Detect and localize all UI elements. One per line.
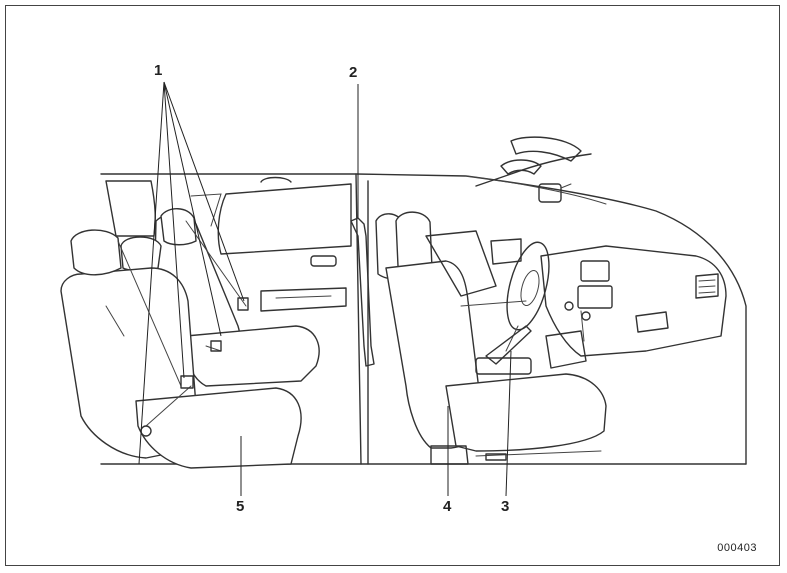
leader-3 (505, 350, 512, 497)
leader-1c (163, 81, 222, 337)
figure-number: 000403 (717, 542, 757, 554)
side-vent (695, 273, 719, 299)
seat-lever (485, 453, 507, 461)
vent-slat-3 (698, 291, 716, 294)
overhead-console (500, 159, 542, 175)
center-console (545, 330, 587, 369)
dash-knob-left (564, 301, 574, 311)
shifter (580, 310, 585, 342)
dashboard (540, 245, 727, 357)
grab-handle (260, 176, 292, 183)
diagram-frame: 1 2 3 4 5 000403 (5, 5, 780, 566)
rear-headrest-far (160, 208, 197, 246)
rear-seat-cushion (184, 325, 320, 387)
rear-belt-near-a (117, 240, 182, 387)
side-mirror-inner (490, 238, 522, 265)
seat-base-line (475, 450, 602, 457)
steering-wheel (506, 241, 550, 331)
car-interior-illustration (60, 81, 747, 497)
seat-contour (105, 305, 125, 337)
rear-buckle-far (237, 297, 249, 311)
console-box (475, 357, 532, 375)
rear-belt-near-b (145, 385, 192, 427)
rear-buckle-near (180, 375, 194, 389)
windshield-top (475, 153, 592, 187)
rear-headrest-near (70, 229, 122, 276)
callout-2: 2 (349, 64, 358, 81)
armrest-detail (275, 295, 332, 299)
vent-slat-2 (698, 285, 716, 288)
climate-controls (577, 285, 613, 309)
rear-headrest-center (120, 236, 162, 271)
rearview-mirror (538, 183, 562, 203)
seat-rail (430, 445, 469, 465)
steering-hub (520, 269, 540, 307)
center-display (580, 260, 610, 282)
rear-door-armrest (260, 287, 347, 312)
front-door-panel (425, 230, 497, 297)
sun-visor (510, 136, 582, 162)
vent-slat-1 (698, 279, 716, 282)
handbrake-lever (485, 325, 532, 365)
leader-1a (138, 81, 165, 465)
rear-seat-cushion-near (135, 387, 302, 469)
b-pillar-seatbelt (350, 217, 375, 367)
c-pillar-trim (190, 193, 222, 227)
callout-1: 1 (154, 62, 163, 79)
mirror-stem (560, 183, 572, 189)
rear-quarter-window (105, 180, 156, 237)
glovebox-latch (635, 311, 669, 333)
steering-column (505, 325, 519, 352)
rear-door-handle (310, 255, 337, 267)
rear-door-window (217, 183, 352, 255)
front-door-armrest (460, 300, 527, 307)
rear-buckle-center (210, 340, 222, 352)
callout-4: 4 (443, 498, 452, 515)
leader-1d (163, 81, 245, 302)
callout-3: 3 (501, 498, 510, 515)
front-seat-cushion (445, 373, 607, 452)
b-pillar-line (355, 173, 362, 465)
dash-knob-right (581, 311, 591, 321)
leader-1b (163, 81, 185, 379)
rear-belt-far-a (185, 220, 247, 307)
callout-5: 5 (236, 498, 245, 515)
roof-inner-line (465, 175, 607, 205)
rear-belt-far-b (205, 345, 222, 352)
